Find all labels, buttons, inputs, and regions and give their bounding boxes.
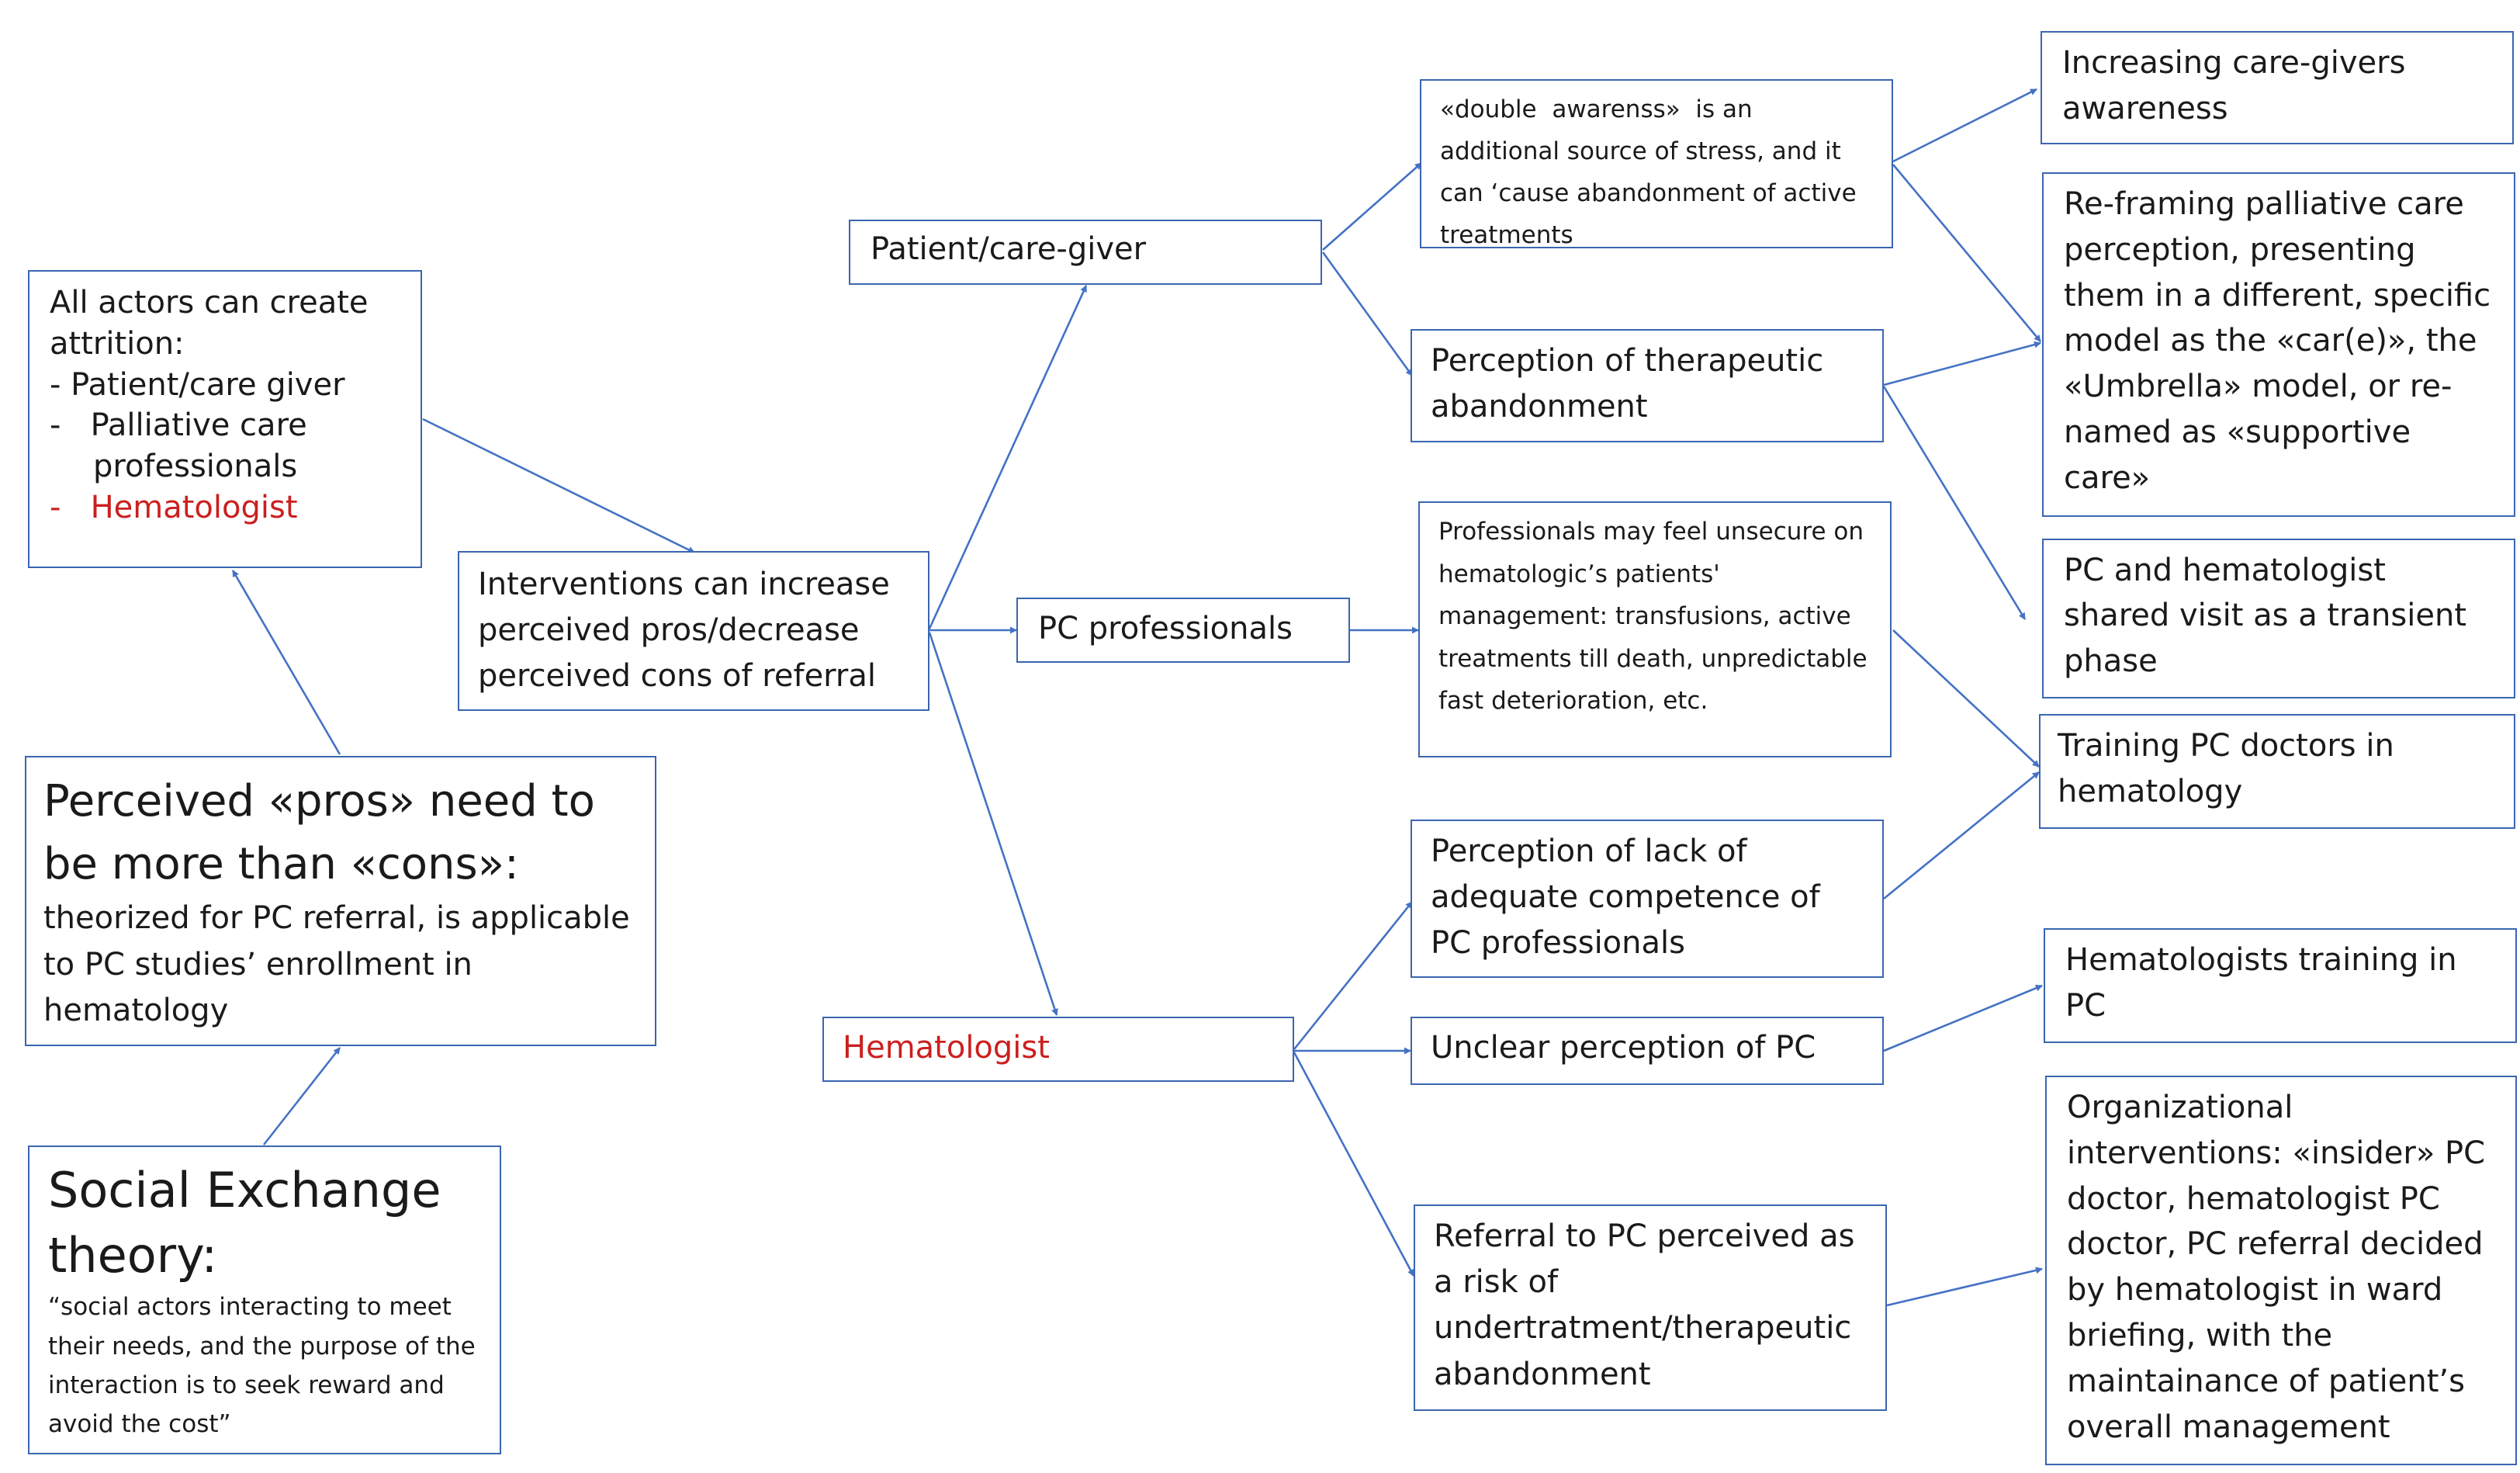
- hematologist-text: Hematologist: [843, 1030, 1050, 1066]
- node-unclear-perception: Unclear perception of PC: [1411, 1017, 1884, 1085]
- node-hematologists-training: Hematologists training in PC: [2044, 928, 2517, 1043]
- social-exchange-title: Social Exchange theory:: [48, 1162, 441, 1284]
- node-therapeutic-abandonment: Perception of therapeutic abandonment: [1411, 329, 1884, 442]
- edge-referral-to-org: [1886, 1267, 2043, 1307]
- social-exchange-body: “social actors interacting to meet their…: [48, 1293, 476, 1439]
- edge-pros-to-actors: [231, 570, 341, 755]
- node-lack-competence: Perception of lack of adequate competenc…: [1411, 820, 1884, 978]
- node-interventions: Interventions can increase perceived pro…: [458, 551, 929, 711]
- edge-interventions-to-hem: [928, 632, 1058, 1016]
- edge-hem-to-competence: [1293, 901, 1414, 1050]
- reframing-text: Re-framing palliative care perception, p…: [2064, 186, 2491, 496]
- node-shared-visit: PC and hematologist shared visit as a tr…: [2042, 539, 2515, 698]
- node-all-actors: All actors can create attrition: - Patie…: [28, 270, 422, 568]
- shared-visit-text: PC and hematologist shared visit as a tr…: [2064, 553, 2467, 679]
- node-professionals-unsecure: Professionals may feel unsecure on hemat…: [1418, 501, 1892, 757]
- edge-interventions-to-patient: [928, 285, 1088, 629]
- pc-professionals-text: PC professionals: [1038, 611, 1293, 646]
- node-reframing: Re-framing palliative care perception, p…: [2042, 172, 2515, 517]
- hematologists-training-text: Hematologists training in PC: [2065, 942, 2457, 1024]
- node-training-pc-doctors: Training PC doctors in hematology: [2039, 714, 2515, 829]
- professionals-unsecure-text: Professionals may feel unsecure on hemat…: [1438, 518, 1868, 716]
- edge-double-to-reframing: [1892, 164, 2041, 342]
- lack-competence-text: Perception of lack of adequate competenc…: [1431, 834, 1820, 962]
- edge-patient-to-double: [1322, 162, 1422, 251]
- node-perceived-pros: Perceived «pros» need to be more than «c…: [25, 756, 656, 1046]
- edge-hem-to-referral: [1293, 1052, 1415, 1277]
- edge-abandon-to-shared: [1882, 386, 2027, 620]
- node-pc-professionals: PC professionals: [1016, 598, 1350, 663]
- edge-patient-to-abandon: [1321, 251, 1414, 376]
- node-social-exchange: Social Exchange theory: “social actors i…: [28, 1145, 501, 1454]
- edge-unsecure-to-training: [1892, 629, 2040, 768]
- patient-caregiver-text: Patient/care-giver: [871, 231, 1147, 267]
- increasing-awareness-text: Increasing care-givers awareness: [2062, 45, 2406, 127]
- all-actors-title: All actors can create attrition:: [50, 285, 369, 362]
- therapeutic-abandonment-text: Perception of therapeutic abandonment: [1431, 343, 1824, 425]
- node-referral-risk: Referral to PC perceived as a risk of un…: [1414, 1204, 1887, 1411]
- edge-competence-to-training: [1883, 771, 2040, 900]
- node-organizational: Organizational interventions: «insider» …: [2045, 1076, 2517, 1465]
- all-actors-item-patient: - Patient/care giver: [50, 366, 345, 403]
- interventions-text: Interventions can increase perceived pro…: [478, 567, 890, 695]
- training-pc-doctors-text: Training PC doctors in hematology: [2058, 728, 2394, 810]
- all-actors-item-palliative: - Palliative care professionals: [50, 407, 317, 485]
- node-hematologist: Hematologist: [822, 1017, 1294, 1082]
- double-awareness-text: «double awarenss» is an additional sourc…: [1440, 95, 1864, 248]
- node-patient-caregiver: Patient/care-giver: [849, 220, 1322, 285]
- node-increasing-awareness: Increasing care-givers awareness: [2041, 31, 2514, 144]
- organizational-text: Organizational interventions: «insider» …: [2067, 1090, 2486, 1445]
- all-actors-item-hematologist: - Hematologist: [50, 489, 298, 525]
- perceived-pros-body: theorized for PC referral, is applicable…: [43, 900, 630, 1028]
- edge-unclear-to-hemtraining: [1883, 984, 2043, 1052]
- edge-abandon-to-reframing: [1883, 341, 2041, 386]
- edge-double-to-increasing: [1892, 88, 2037, 163]
- referral-risk-text: Referral to PC perceived as a risk of un…: [1434, 1218, 1855, 1392]
- edge-actors-to-interventions: [422, 418, 695, 554]
- edge-social-to-pros: [262, 1047, 341, 1145]
- perceived-pros-title: Perceived «pros» need to be more than «c…: [43, 776, 595, 890]
- unclear-perception-text: Unclear perception of PC: [1431, 1030, 1816, 1066]
- node-double-awareness: «double awarenss» is an additional sourc…: [1420, 79, 1893, 248]
